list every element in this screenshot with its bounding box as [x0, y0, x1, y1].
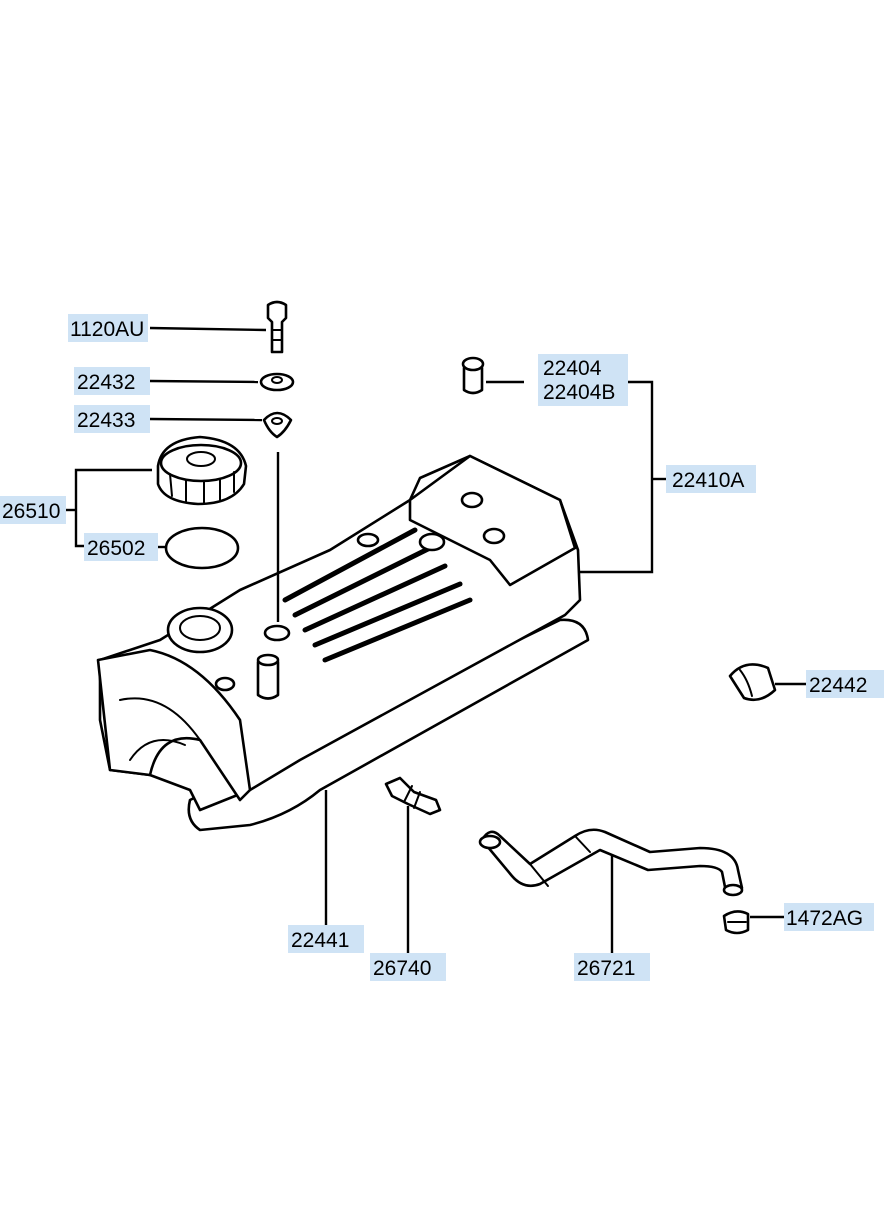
plug-part [728, 663, 777, 702]
svg-text:1120AU: 1120AU [70, 318, 144, 341]
label-1472AG: 1472AG [784, 903, 874, 931]
label-22441: 22441 [288, 925, 364, 953]
oil-filler-cap-part [156, 435, 248, 506]
svg-text:22432: 22432 [77, 371, 135, 394]
grommet-part [461, 356, 485, 395]
svg-text:26740: 26740 [373, 957, 431, 980]
svg-text:26721: 26721 [577, 957, 635, 980]
washer-part [259, 372, 295, 392]
label-22404: 22404 22404B [538, 354, 628, 406]
label-26502: 26502 [84, 533, 158, 561]
svg-text:22441: 22441 [291, 929, 349, 952]
svg-text:22442: 22442 [809, 674, 867, 697]
hose-clamp-part [722, 910, 750, 935]
label-22410A: 22410A [666, 465, 756, 493]
svg-text:1472AG: 1472AG [786, 907, 863, 930]
label-22442: 22442 [806, 670, 884, 698]
valve-cover-part [96, 454, 590, 832]
svg-text:22433: 22433 [77, 409, 135, 432]
bolt-part [266, 300, 288, 354]
breather-hose-part [478, 828, 744, 897]
svg-text:26502: 26502 [87, 537, 145, 560]
seal-washer-part [262, 411, 293, 439]
label-26721: 26721 [574, 953, 650, 981]
svg-text:26510: 26510 [2, 500, 60, 523]
label-26510: 26510 [0, 496, 66, 524]
label-26740: 26740 [370, 953, 446, 981]
cap-gasket-part [164, 526, 240, 570]
pcv-valve-part [384, 776, 442, 816]
label-1120AU: 1120AU [68, 314, 148, 342]
label-22432: 22432 [74, 367, 150, 395]
label-22433: 22433 [74, 405, 150, 433]
svg-text:22404B: 22404B [543, 381, 615, 404]
svg-text:22410A: 22410A [672, 469, 744, 492]
leader-lines [66, 326, 806, 953]
svg-text:22404: 22404 [543, 357, 602, 380]
